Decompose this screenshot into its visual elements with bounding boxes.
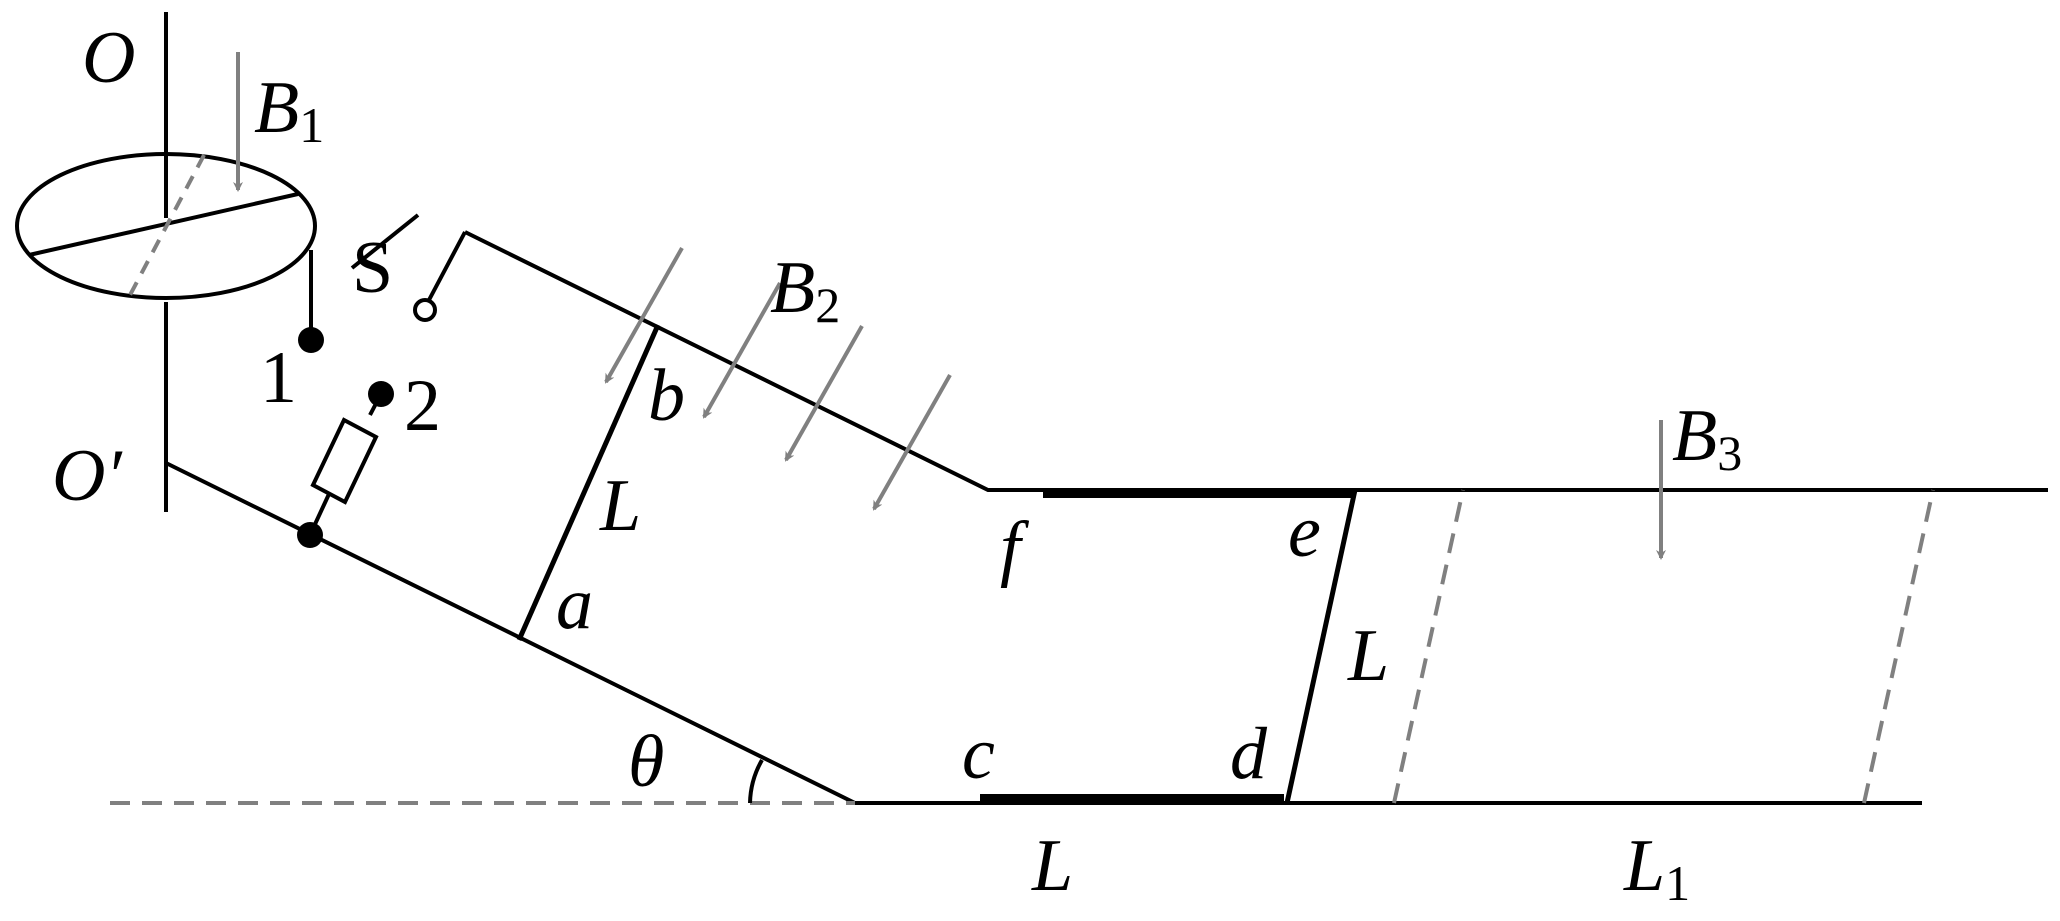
rod-ab [516,323,661,642]
label-B3: B3 [1672,395,1742,481]
label-a: a [556,563,593,645]
switch-pivot [413,298,437,322]
label-B2: B2 [770,247,840,333]
disk-radius-rod [28,192,299,257]
switch-blade [350,213,420,270]
b2-field-arrow-2 [702,282,782,419]
label-d: d [1230,713,1268,795]
label-c: c [962,713,995,795]
label-L-rod-ab: L [599,465,641,547]
label-S: S [352,227,393,309]
b2-field-arrow-3 [784,325,864,462]
disk-hidden-rod [127,154,206,298]
label-L1: L1 [1623,825,1690,911]
label-1: 1 [260,337,297,419]
label-B1: B1 [254,67,324,153]
resistor [310,417,379,505]
theta-arc [748,759,764,804]
b2-field-arrow-4 [872,374,952,511]
label-f: f [1000,507,1030,589]
label-O-prime: O′ [52,435,123,517]
lower-rail [165,461,1922,805]
contact-1 [298,327,324,353]
label-b: b [648,355,685,437]
label-theta: θ [628,721,664,803]
b3-boundary-right [1862,489,1935,804]
b2-field-arrow-1 [604,247,684,384]
upper-rail [464,230,2048,492]
label-2: 2 [404,365,441,447]
rod-de [1284,489,1358,804]
rotating-disk [15,152,317,300]
b3-boundary-left [1392,489,1465,804]
label-L-bottom: L [1031,825,1073,907]
label-e: e [1288,491,1321,573]
label-L-rod-de: L [1347,615,1389,697]
switch-to-rail [427,231,467,301]
resistor-lead-top [368,393,383,416]
label-O: O [82,17,135,99]
